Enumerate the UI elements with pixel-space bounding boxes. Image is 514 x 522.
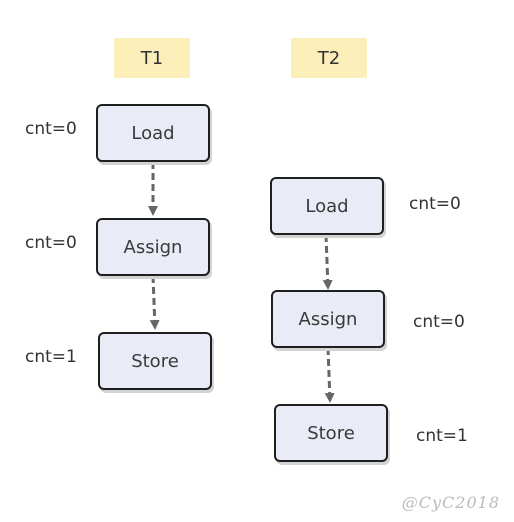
t2-load-cnt: cnt=0: [409, 194, 461, 214]
t2-load-node: Load: [270, 177, 384, 235]
t1-arrow-assign-store: [149, 275, 160, 330]
t1-store-cnt: cnt=1: [25, 347, 77, 367]
t2-store-node: Store: [274, 404, 388, 462]
thread-header-t2: T2: [291, 38, 367, 78]
t2-assign-cnt: cnt=0: [413, 312, 465, 332]
t2-arrow-assign-store: [324, 347, 335, 403]
t2-arrow-load-assign: [322, 234, 333, 290]
t2-store-cnt: cnt=1: [416, 426, 468, 446]
t1-assign-cnt: cnt=0: [25, 233, 77, 253]
t1-assign-node: Assign: [96, 218, 210, 276]
t1-load-cnt: cnt=0: [25, 119, 77, 139]
thread-header-t1: T1: [114, 38, 190, 78]
t1-load-node: Load: [96, 104, 210, 162]
author-credit: @CyC2018: [401, 493, 500, 512]
t2-assign-node: Assign: [271, 290, 385, 348]
t1-store-node: Store: [98, 332, 212, 390]
